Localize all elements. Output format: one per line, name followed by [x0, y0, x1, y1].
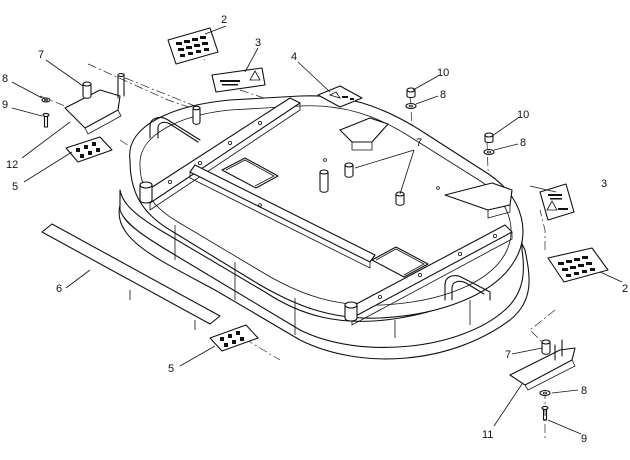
decal-2-right — [547, 247, 609, 283]
bolt-9-bottom — [541, 405, 549, 421]
spacer-7-center-2 — [395, 191, 405, 206]
callout-8-bottom: 8 — [581, 385, 587, 397]
callout-8-left: 8 — [2, 73, 8, 85]
part-12-bracket-left — [64, 72, 125, 135]
callout-labels: 2 3 4 7 8 9 12 5 10 8 10 8 7 3 2 6 5 7 8… — [2, 14, 628, 445]
leader-lines — [11, 25, 623, 435]
decal-5-top — [65, 136, 113, 163]
frame-bolt-holes — [167, 121, 497, 299]
callout-3-right: 3 — [601, 178, 607, 190]
callout-9-bottom: 9 — [581, 433, 587, 445]
callout-4: 4 — [291, 51, 297, 63]
callout-3-top: 3 — [255, 37, 261, 49]
washer-8-left — [41, 97, 51, 103]
callout-8-right: 8 — [520, 137, 526, 149]
callout-10-right: 10 — [517, 109, 529, 121]
callout-7-right: 7 — [505, 349, 511, 361]
decal-2-top — [167, 27, 219, 65]
spacer-7-center — [344, 162, 354, 178]
bolt-9-left — [42, 112, 50, 128]
decal-5-bottom — [209, 324, 259, 352]
callout-5-top: 5 — [12, 181, 18, 193]
callout-7-center: 7 — [416, 137, 422, 149]
part-6-deflector-plate — [41, 223, 221, 330]
callout-6: 6 — [56, 283, 62, 295]
spacer-7-left — [82, 81, 92, 99]
part-11-bracket-right — [509, 339, 576, 391]
spacer-7-right — [541, 339, 551, 355]
decal-3-right — [539, 183, 575, 221]
mower-deck-housing — [118, 95, 530, 360]
callout-11: 11 — [482, 429, 493, 441]
callout-2-right: 2 — [622, 283, 628, 295]
washer-8-bottom — [539, 389, 551, 397]
callout-5-bottom: 5 — [168, 363, 174, 375]
washer-8-right — [483, 148, 495, 156]
callout-7-left: 7 — [38, 49, 44, 61]
decal-3-top — [211, 67, 266, 93]
bolt-10-right — [484, 132, 494, 144]
washer-8-top — [405, 102, 417, 110]
callout-10-top: 10 — [437, 67, 449, 79]
bolt-10-top — [406, 87, 416, 99]
callout-2-top: 2 — [221, 14, 227, 26]
callout-8-top: 8 — [440, 89, 446, 101]
callout-12: 12 — [6, 159, 18, 171]
callout-9-left: 9 — [2, 99, 8, 111]
